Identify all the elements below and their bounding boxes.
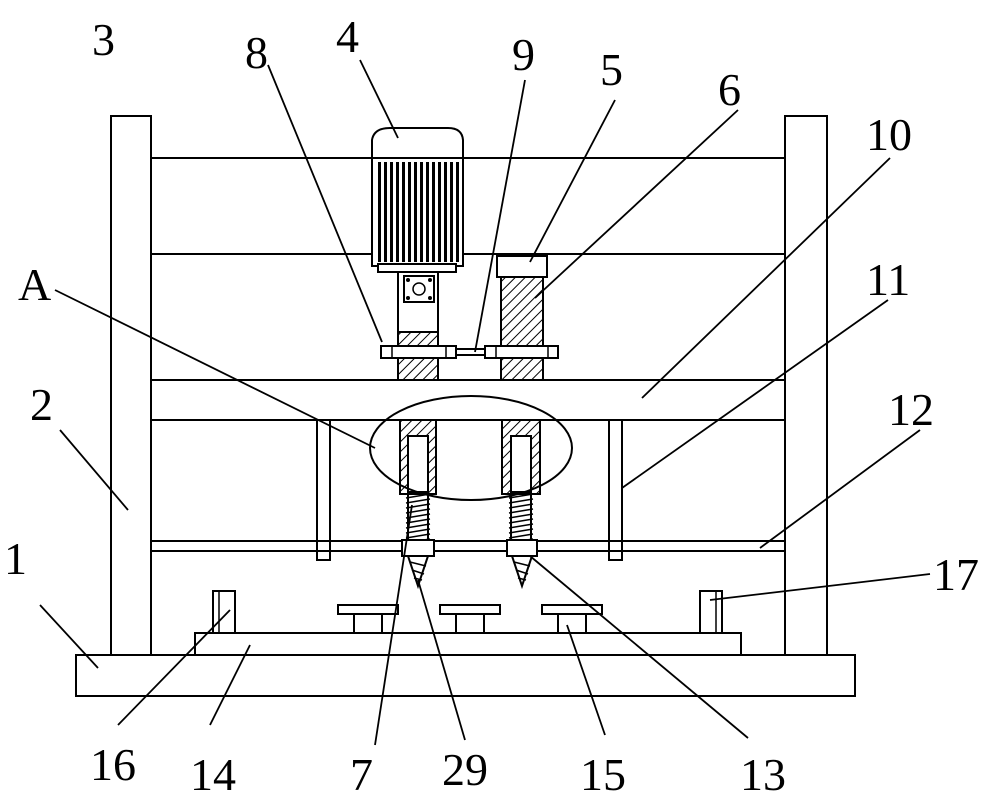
clamp-block-right	[699, 590, 723, 634]
label-6: 6	[718, 64, 741, 115]
label-14: 14	[190, 749, 236, 800]
spindle-left	[399, 419, 437, 541]
lower-crossbeam	[150, 540, 786, 552]
label-10: 10	[866, 109, 912, 160]
spindle-right	[501, 419, 541, 541]
label-2: 2	[30, 379, 53, 430]
driven-shaft	[500, 276, 544, 347]
label-17: 17	[933, 549, 979, 600]
label-9: 9	[512, 29, 535, 80]
label-29: 29	[442, 744, 488, 795]
label-15: 15	[580, 749, 626, 800]
drive-shaft-left	[397, 357, 439, 381]
clamp-block-left	[212, 590, 236, 634]
left-column	[110, 115, 152, 656]
right-column	[784, 115, 828, 656]
leader-lines	[39, 59, 931, 746]
label-a: A	[18, 259, 51, 310]
label-4: 4	[336, 11, 359, 62]
belt-drive	[380, 345, 559, 359]
detail-ellipse-a	[369, 395, 573, 501]
guide-rod-right	[608, 419, 623, 561]
drill-bit-right	[510, 555, 534, 590]
label-13: 13	[740, 749, 786, 800]
chuck-right	[506, 539, 538, 557]
base-plate	[75, 654, 856, 697]
motor	[371, 127, 464, 333]
label-3: 3	[92, 14, 115, 65]
label-12: 12	[888, 384, 934, 435]
label-16: 16	[90, 739, 136, 790]
label-11: 11	[866, 254, 910, 305]
top-beam	[150, 157, 786, 255]
lifting-plate	[150, 379, 786, 421]
support-pads	[337, 604, 603, 634]
callout-labels: 1 2 3 4 5 6 7 8 9 10 11 12 13 14 15 16 1…	[4, 11, 979, 800]
label-7: 7	[350, 749, 373, 800]
label-5: 5	[600, 44, 623, 95]
label-1: 1	[4, 533, 27, 584]
guide-rod-left	[316, 419, 331, 561]
label-8: 8	[245, 27, 268, 78]
bearing-seat	[496, 255, 548, 278]
worktable	[194, 632, 742, 656]
